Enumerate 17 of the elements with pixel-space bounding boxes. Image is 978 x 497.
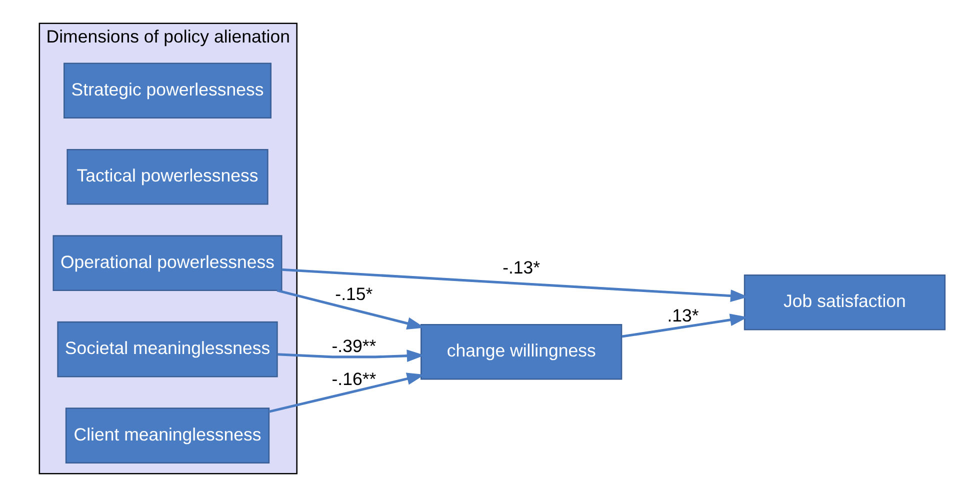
arrow <box>622 314 748 338</box>
node-box: Client meaninglessness <box>65 408 270 464</box>
arrow <box>282 268 748 302</box>
node-box: Operational powerlessness <box>52 235 282 291</box>
node-box: Societal meaninglessness <box>57 321 278 378</box>
node-box: Strategic powerlessness <box>64 62 272 118</box>
node-box: change willingness <box>420 324 622 380</box>
arrow <box>276 289 425 330</box>
node-box: Tactical powerlessness <box>66 148 268 205</box>
edge-label: -.39** <box>332 336 376 356</box>
node-box: Job satisfaction <box>744 274 946 330</box>
edge-label: -.15* <box>335 284 373 304</box>
arrow <box>268 372 425 413</box>
edge-label: -.16** <box>332 369 376 390</box>
edge-label: .13* <box>667 306 699 326</box>
arrow <box>277 350 425 362</box>
edge-label: -.13* <box>502 257 540 278</box>
